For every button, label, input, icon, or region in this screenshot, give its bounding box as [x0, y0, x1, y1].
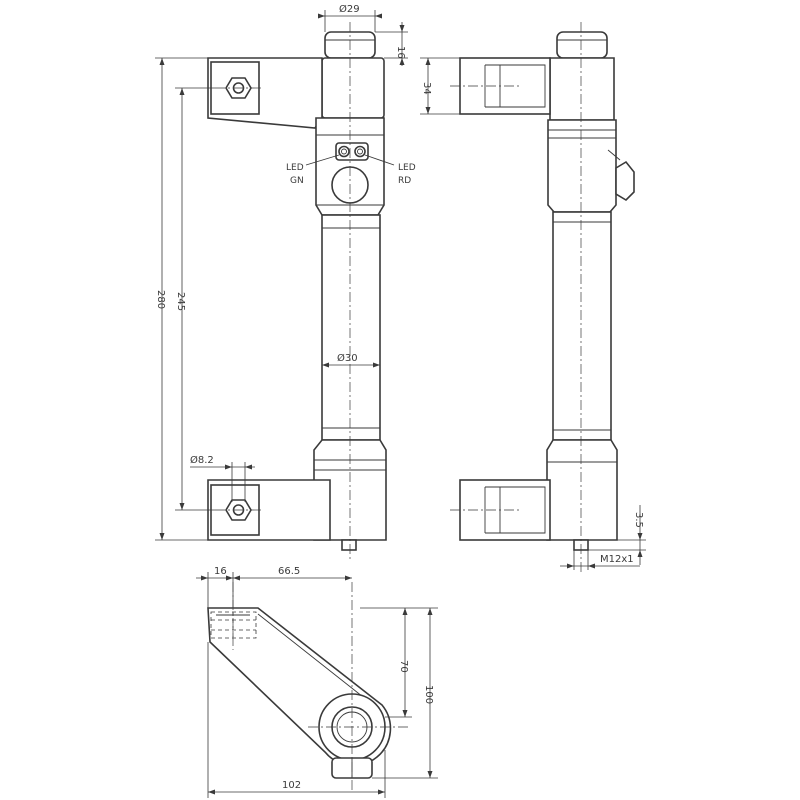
dim-bracket-height: 34 [421, 82, 432, 95]
dim-hole-dia: Ø8.2 [190, 454, 214, 466]
bottom-pin [341, 539, 357, 551]
side-view [450, 22, 635, 575]
dim-pin-length: 3.5 [633, 512, 644, 528]
led-green [338, 145, 350, 158]
front-view [207, 22, 387, 560]
dim-thread: M12x1 [600, 554, 634, 565]
dim-offset-16: 16 [214, 566, 227, 577]
led-gn-label-1: LED [286, 163, 304, 173]
led-red [354, 145, 366, 158]
dim-dia-top: Ø29 [339, 3, 360, 15]
dim-inner-height: 245 [175, 292, 186, 311]
led-rd-label-2: RD [398, 176, 411, 186]
top-dimensions: 16 66.5 70 100 102 [196, 566, 438, 798]
dim-depth-100: 100 [423, 685, 434, 704]
top-view [207, 582, 408, 790]
side-knob [615, 160, 635, 202]
dim-depth-70: 70 [398, 660, 409, 673]
nut-pocket-hidden [210, 611, 257, 639]
side-dimensions: 34 3.5 M12x1 [420, 57, 646, 570]
dim-offset-66: 66.5 [278, 566, 300, 577]
dim-tube-dia: Ø30 [337, 352, 358, 364]
dim-overall-height: 280 [155, 290, 166, 309]
tube [321, 214, 381, 441]
led-gn-label-2: GN [290, 176, 304, 186]
dim-width-102: 102 [282, 780, 301, 791]
front-dimensions: Ø29 16 280 245 Ø30 Ø8.2 [155, 3, 416, 541]
dim-cap-height: 16 [395, 46, 406, 59]
led-rd-label-1: LED [398, 163, 416, 173]
